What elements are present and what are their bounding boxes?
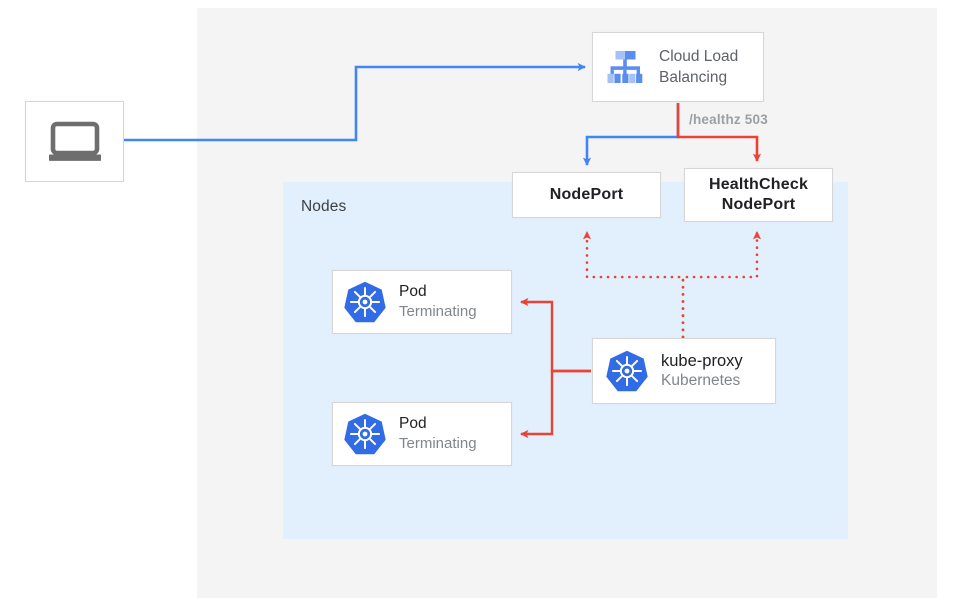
healthcheck-title-line1: HealthCheck [708, 176, 809, 193]
cloud-load-balancing-label: Cloud Load Balancing [659, 46, 738, 88]
pod-2-title: Pod [399, 415, 427, 432]
kube-proxy-labels: kube-proxy Kubernetes [661, 351, 743, 391]
clb-title-line2: Balancing [659, 69, 728, 86]
kube-proxy-subtitle: Kubernetes [661, 372, 741, 389]
laptop-icon [48, 121, 101, 161]
nodeport-label: NodePort [549, 186, 624, 203]
healthcheck-nodeport-label: HealthCheck NodePort [709, 175, 808, 215]
pod-2-labels: Pod Terminating [399, 414, 477, 454]
kubernetes-icon [344, 281, 386, 323]
pod-1-labels: Pod Terminating [399, 282, 477, 322]
pod-1-subtitle: Terminating [399, 303, 477, 320]
pod-1-title: Pod [399, 283, 427, 300]
healthcheck-title-line2: NodePort [721, 196, 796, 213]
client-device[interactable] [25, 101, 124, 182]
clb-title-line1: Cloud Load [659, 48, 739, 65]
cloud-load-balancing[interactable]: Cloud Load Balancing [592, 32, 764, 102]
kubernetes-icon [344, 413, 386, 455]
kube-proxy[interactable]: kube-proxy Kubernetes [592, 338, 776, 404]
edge-label-healthz: /healthz 503 [689, 112, 768, 127]
pod-terminating-2[interactable]: Pod Terminating [332, 402, 512, 466]
healthcheck-nodeport[interactable]: HealthCheck NodePort [684, 168, 833, 222]
nodeport[interactable]: NodePort [512, 172, 661, 218]
kubernetes-icon [606, 350, 648, 392]
kube-proxy-title: kube-proxy [661, 352, 743, 370]
nodes-region-label: Nodes [301, 198, 347, 215]
pod-2-subtitle: Terminating [399, 435, 477, 452]
pod-terminating-1[interactable]: Pod Terminating [332, 270, 512, 334]
cloud-load-balancing-icon [607, 51, 643, 83]
